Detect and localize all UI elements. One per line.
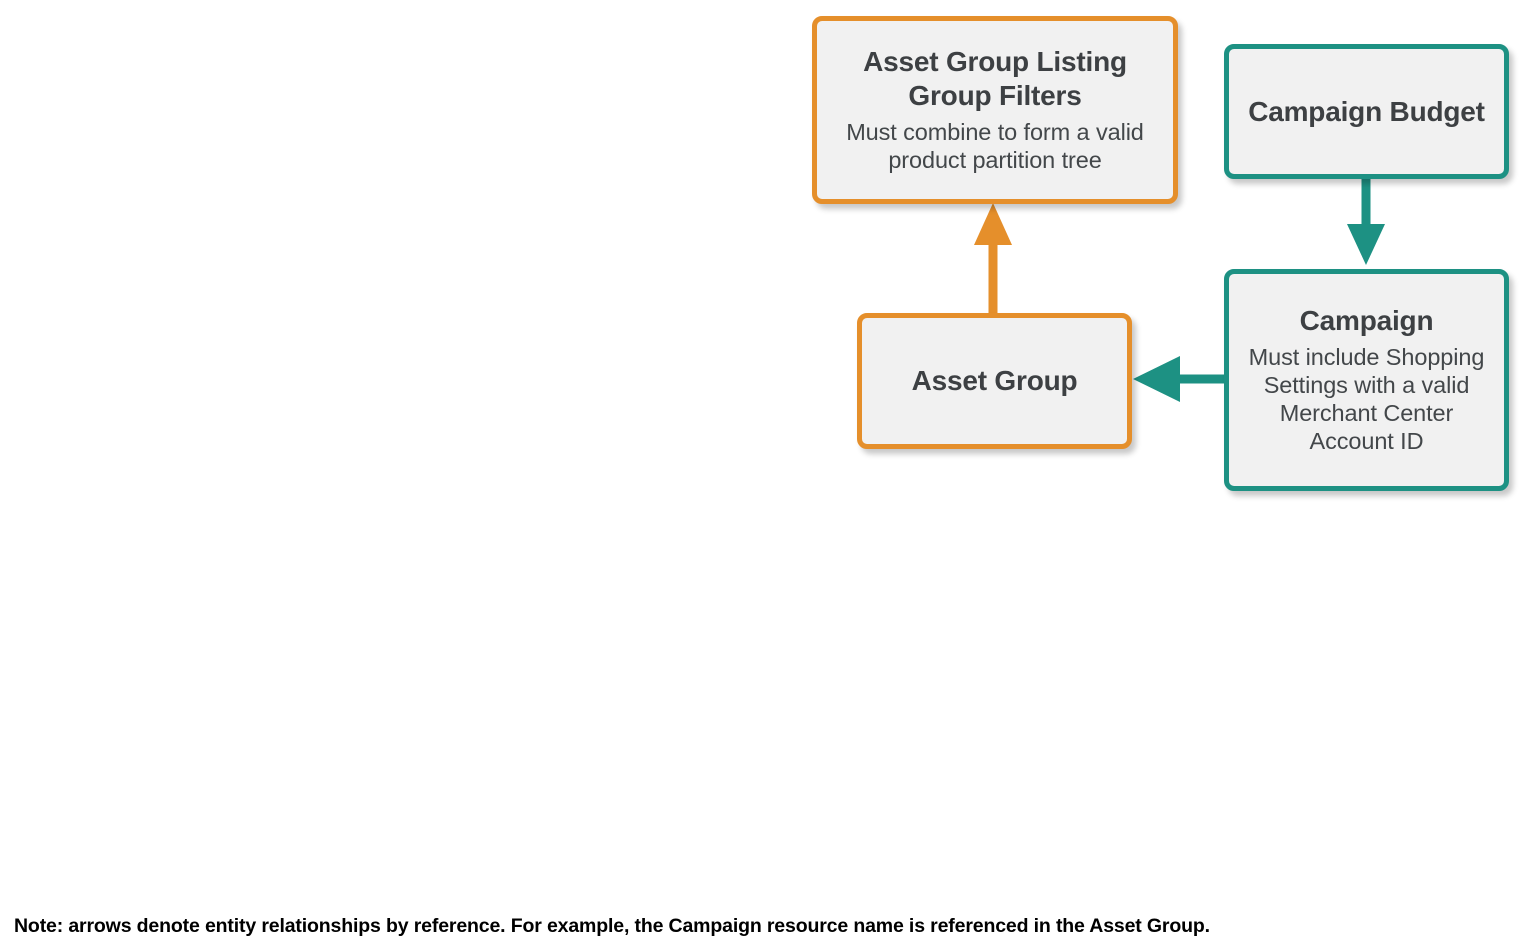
node-title: Campaign Budget — [1248, 95, 1485, 127]
node-subtitle: Must include Shopping Settings with a va… — [1248, 344, 1485, 454]
node-subtitle: Must combine to form a valid product par… — [846, 118, 1144, 173]
edge-asset-group-to-listing-group-filters — [974, 203, 1012, 315]
node-title: Campaign — [1299, 305, 1434, 337]
diagram-footnote: Note: arrows denote entity relationships… — [14, 915, 1210, 937]
edge-campaign-to-asset-group — [1133, 356, 1226, 402]
node-title: Asset Group — [911, 365, 1078, 397]
node-asset-group[interactable]: Asset Group — [857, 313, 1132, 449]
node-title: Asset Group Listing Group Filters — [863, 46, 1127, 112]
edge-campaign-budget-to-campaign — [1347, 176, 1385, 265]
node-campaign-budget[interactable]: Campaign Budget — [1224, 44, 1509, 179]
node-campaign[interactable]: Campaign Must include Shopping Settings … — [1224, 269, 1509, 491]
node-asset-group-listing-group-filters[interactable]: Asset Group Listing Group Filters Must c… — [812, 16, 1178, 204]
